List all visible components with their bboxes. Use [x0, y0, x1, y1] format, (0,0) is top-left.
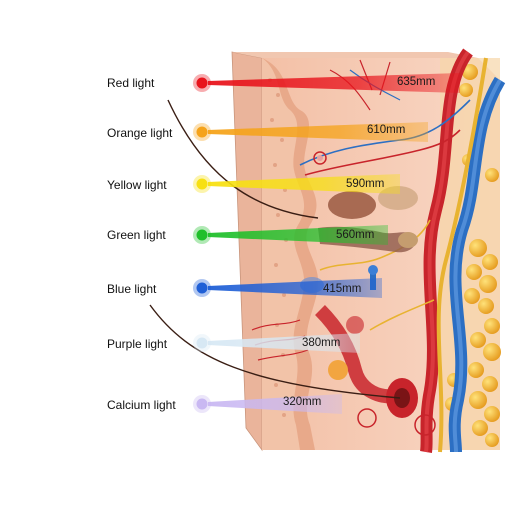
light-label-yellow: Yellow light: [107, 178, 167, 192]
wavelength-yellow: 590mm: [346, 178, 385, 190]
wavelength-green: 560mm: [336, 229, 375, 241]
emitter-dot-yellow: [196, 178, 208, 190]
epidermis-layer: [262, 58, 319, 450]
light-label-orange: Orange light: [107, 126, 173, 140]
emitter-dot-purple: [196, 337, 208, 349]
light-label-calcium: Calcium light: [107, 398, 176, 412]
light-beam-orange: [208, 122, 428, 142]
emitter-dot-orange: [196, 126, 208, 138]
light-beams: [193, 73, 460, 414]
emitter-dot-calcium: [196, 398, 208, 410]
emitter-dot-blue: [196, 282, 208, 294]
wavelength-blue: 415mm: [323, 283, 362, 295]
wavelength-red: 635mm: [397, 76, 436, 88]
light-label-blue: Blue light: [107, 282, 157, 296]
light-label-green: Green light: [107, 228, 166, 242]
light-beam-yellow: [208, 174, 400, 194]
wavelength-calcium: 320mm: [283, 396, 322, 408]
light-beam-blue: [208, 278, 382, 298]
emitter-dot-green: [196, 229, 208, 241]
light-label-purple: Purple light: [107, 337, 168, 351]
light-beam-calcium: [208, 394, 342, 414]
light-beam-green: [208, 225, 388, 245]
wavelength-orange: 610mm: [367, 124, 406, 136]
light-beam-purple: [208, 333, 360, 353]
emitter-dot-red: [196, 77, 208, 89]
light-beam-red: [208, 73, 460, 93]
wavelength-purple: 380mm: [302, 337, 341, 349]
blood-vessels: [299, 48, 506, 453]
fat-cells: [445, 64, 501, 447]
light-label-red: Red light: [107, 76, 155, 90]
